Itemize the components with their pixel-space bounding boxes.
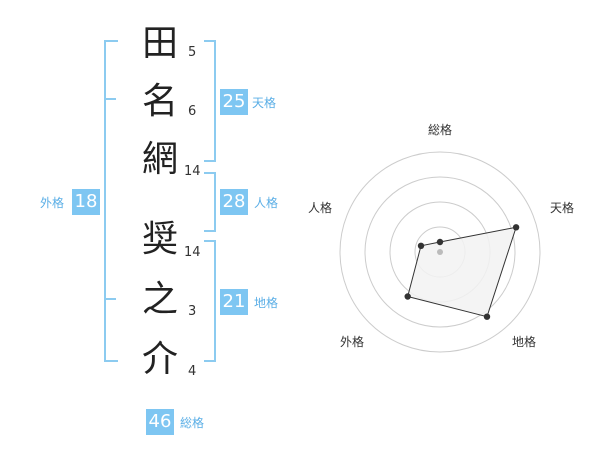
name-char: 田 [141, 23, 178, 64]
gaikaku-value: 18 [72, 189, 100, 215]
jinkaku-value: 28 [220, 189, 248, 215]
radar-point-1 [512, 224, 520, 231]
stroke-count: 6 [188, 104, 197, 119]
radar-center-dot [437, 249, 443, 255]
name-char: 之 [141, 279, 178, 320]
gaikaku-bracket [104, 40, 118, 362]
name-char: 奨 [141, 219, 178, 260]
radar-chart: 総格 天格 地格 外格 人格 [308, 122, 574, 353]
jinkaku-bracket [204, 172, 216, 232]
chikaku-value: 21 [220, 289, 248, 315]
radar-point-4 [417, 242, 425, 249]
soukaku-label: 総格 [180, 416, 205, 430]
gaikaku-bracket-tick [104, 298, 116, 300]
stroke-count: 3 [188, 304, 197, 319]
chikaku-label: 地格 [254, 296, 279, 310]
stroke-count: 14 [184, 245, 201, 260]
name-char: 介 [141, 339, 178, 380]
tenkaku-bracket [204, 40, 216, 162]
axis-label-tenkaku: 天格 [550, 200, 574, 215]
radar-ring [339, 151, 541, 353]
name-char: 網 [141, 139, 178, 180]
radar-point-3 [404, 293, 411, 300]
radar-ring [364, 176, 516, 328]
radar-point-0 [436, 238, 444, 246]
soukaku-value: 46 [146, 409, 174, 435]
axis-label-gaikaku: 外格 [340, 334, 364, 349]
tenkaku-label: 天格 [252, 96, 277, 110]
stroke-count: 4 [188, 364, 197, 379]
radar-area [407, 226, 517, 318]
name-char: 名 [141, 81, 178, 122]
gaikaku-bracket-tick [104, 98, 116, 100]
stroke-count: 5 [188, 45, 197, 60]
jinkaku-label: 人格 [254, 196, 279, 210]
axis-label-soukaku: 総格 [428, 122, 452, 137]
radar-point-2 [483, 313, 491, 320]
axis-label-chikaku: 地格 [512, 334, 536, 349]
tenkaku-value: 25 [220, 89, 248, 115]
chikaku-bracket [204, 240, 216, 362]
radar-points [404, 224, 520, 320]
axis-label-jinkaku: 人格 [308, 200, 332, 215]
gaikaku-label: 外格 [40, 196, 65, 210]
stroke-count: 14 [184, 164, 201, 179]
